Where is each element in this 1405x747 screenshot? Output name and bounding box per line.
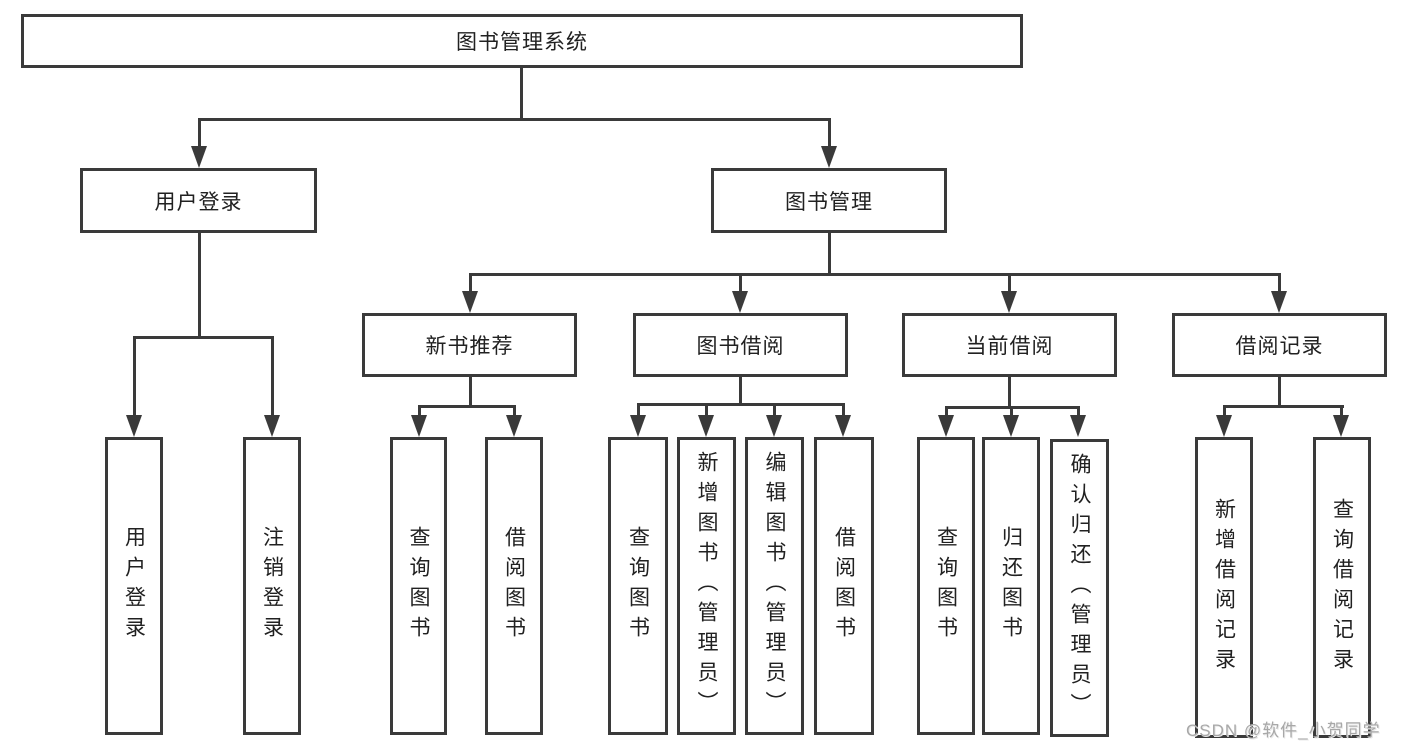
node-root: 图书管理系统 [21,14,1023,68]
arrowhead-icon [462,291,478,313]
connector-line [1008,273,1011,293]
connector-line [945,406,948,419]
leaf-borrow-books-recommend: 借阅图书 [485,437,543,735]
connector-line [133,336,136,421]
leaf-query-books-borrowing: 查询图书 [608,437,668,735]
leaf-edit-books-admin-label: 编辑图书（管理员） [763,451,786,721]
leaf-add-books-admin: 新增图书（管理员） [677,437,736,735]
leaf-confirm-return-admin-label: 确认归还（管理员） [1068,453,1091,723]
leaf-add-books-admin-label: 新增图书（管理员） [695,451,718,721]
connector-line [1223,405,1344,408]
arrowhead-icon [191,146,207,168]
node-user-login-label: 用户登录 [154,190,243,214]
node-new-book-recommend-label: 新书推荐 [425,335,514,358]
connector-line [133,336,274,339]
arrowhead-icon [264,415,280,437]
leaf-query-books-current: 查询图书 [917,437,975,735]
connector-line [271,336,274,421]
arrowhead-icon [821,146,837,168]
node-root-label: 图书管理系统 [456,31,588,54]
arrowhead-icon [766,415,782,437]
connector-line [1008,377,1011,406]
node-book-management: 图书管理 [711,168,947,233]
node-book-management-label: 图书管理 [785,190,873,214]
arrowhead-icon [1333,415,1349,437]
leaf-query-books-recommend: 查询图书 [390,437,447,735]
arrowhead-icon [835,415,851,437]
connector-line [469,273,1281,276]
arrowhead-icon [1271,291,1287,313]
connector-line [637,403,640,419]
leaf-return-books-label: 归还图书 [999,526,1023,646]
leaf-query-books-borrowing-label: 查询图书 [626,526,650,646]
node-current-borrowing-label: 当前借阅 [965,335,1054,358]
connector-line [637,403,845,406]
connector-line [1278,377,1281,405]
connector-line [739,273,742,293]
leaf-add-borrow-record: 新增借阅记录 [1195,437,1253,738]
leaf-confirm-return-admin: 确认归还（管理员） [1050,439,1109,737]
node-current-borrowing: 当前借阅 [902,313,1117,377]
arrowhead-icon [1001,291,1017,313]
leaf-borrow-books-recommend-label: 借阅图书 [502,526,526,646]
connector-line [198,233,201,336]
connector-line [1278,273,1281,293]
node-user-login: 用户登录 [80,168,317,233]
connector-line [739,377,742,403]
leaf-logout-label: 注销登录 [260,526,284,646]
connector-line [418,405,516,408]
node-book-borrowing: 图书借阅 [633,313,848,377]
arrowhead-icon [1216,415,1232,437]
arrowhead-icon [630,415,646,437]
arrowhead-icon [126,415,142,437]
leaf-query-borrow-record: 查询借阅记录 [1313,437,1371,738]
connector-line [198,118,201,148]
arrowhead-icon [1070,415,1086,437]
connector-line [513,405,516,421]
node-book-borrowing-label: 图书借阅 [696,335,785,358]
connector-line [842,403,845,419]
leaf-edit-books-admin: 编辑图书（管理员） [745,437,804,735]
connector-line [198,118,831,121]
csdn-watermark: CSDN @软件_小贺同学 [1186,721,1381,740]
connector-line [469,377,472,405]
connector-line [1010,406,1013,419]
arrowhead-icon [698,415,714,437]
leaf-query-books-current-label: 查询图书 [934,526,958,646]
node-new-book-recommend: 新书推荐 [362,313,577,377]
node-borrowing-records-label: 借阅记录 [1235,335,1324,358]
arrowhead-icon [732,291,748,313]
leaf-borrow-books-label: 借阅图书 [832,526,856,646]
leaf-borrow-books: 借阅图书 [814,437,874,735]
connector-line [418,405,421,421]
arrowhead-icon [1003,415,1019,437]
leaf-user-login-label: 用户登录 [122,526,146,646]
leaf-logout: 注销登录 [243,437,301,735]
leaf-return-books: 归还图书 [982,437,1040,735]
connector-line [469,273,472,293]
connector-line [828,233,831,273]
leaf-query-books-recommend-label: 查询图书 [407,526,430,646]
connector-line [1223,405,1226,421]
connector-line [520,68,523,118]
leaf-query-borrow-record-label: 查询借阅记录 [1330,497,1354,678]
connector-line [1340,405,1343,421]
leaf-user-login: 用户登录 [105,437,163,735]
connector-line [705,403,708,419]
node-borrowing-records: 借阅记录 [1172,313,1387,377]
arrowhead-icon [938,415,954,437]
arrowhead-icon [506,415,522,437]
connector-line [828,118,831,148]
connector-line [1077,406,1080,419]
arrowhead-icon [411,415,427,437]
leaf-add-borrow-record-label: 新增借阅记录 [1212,497,1236,678]
connector-line [773,403,776,419]
